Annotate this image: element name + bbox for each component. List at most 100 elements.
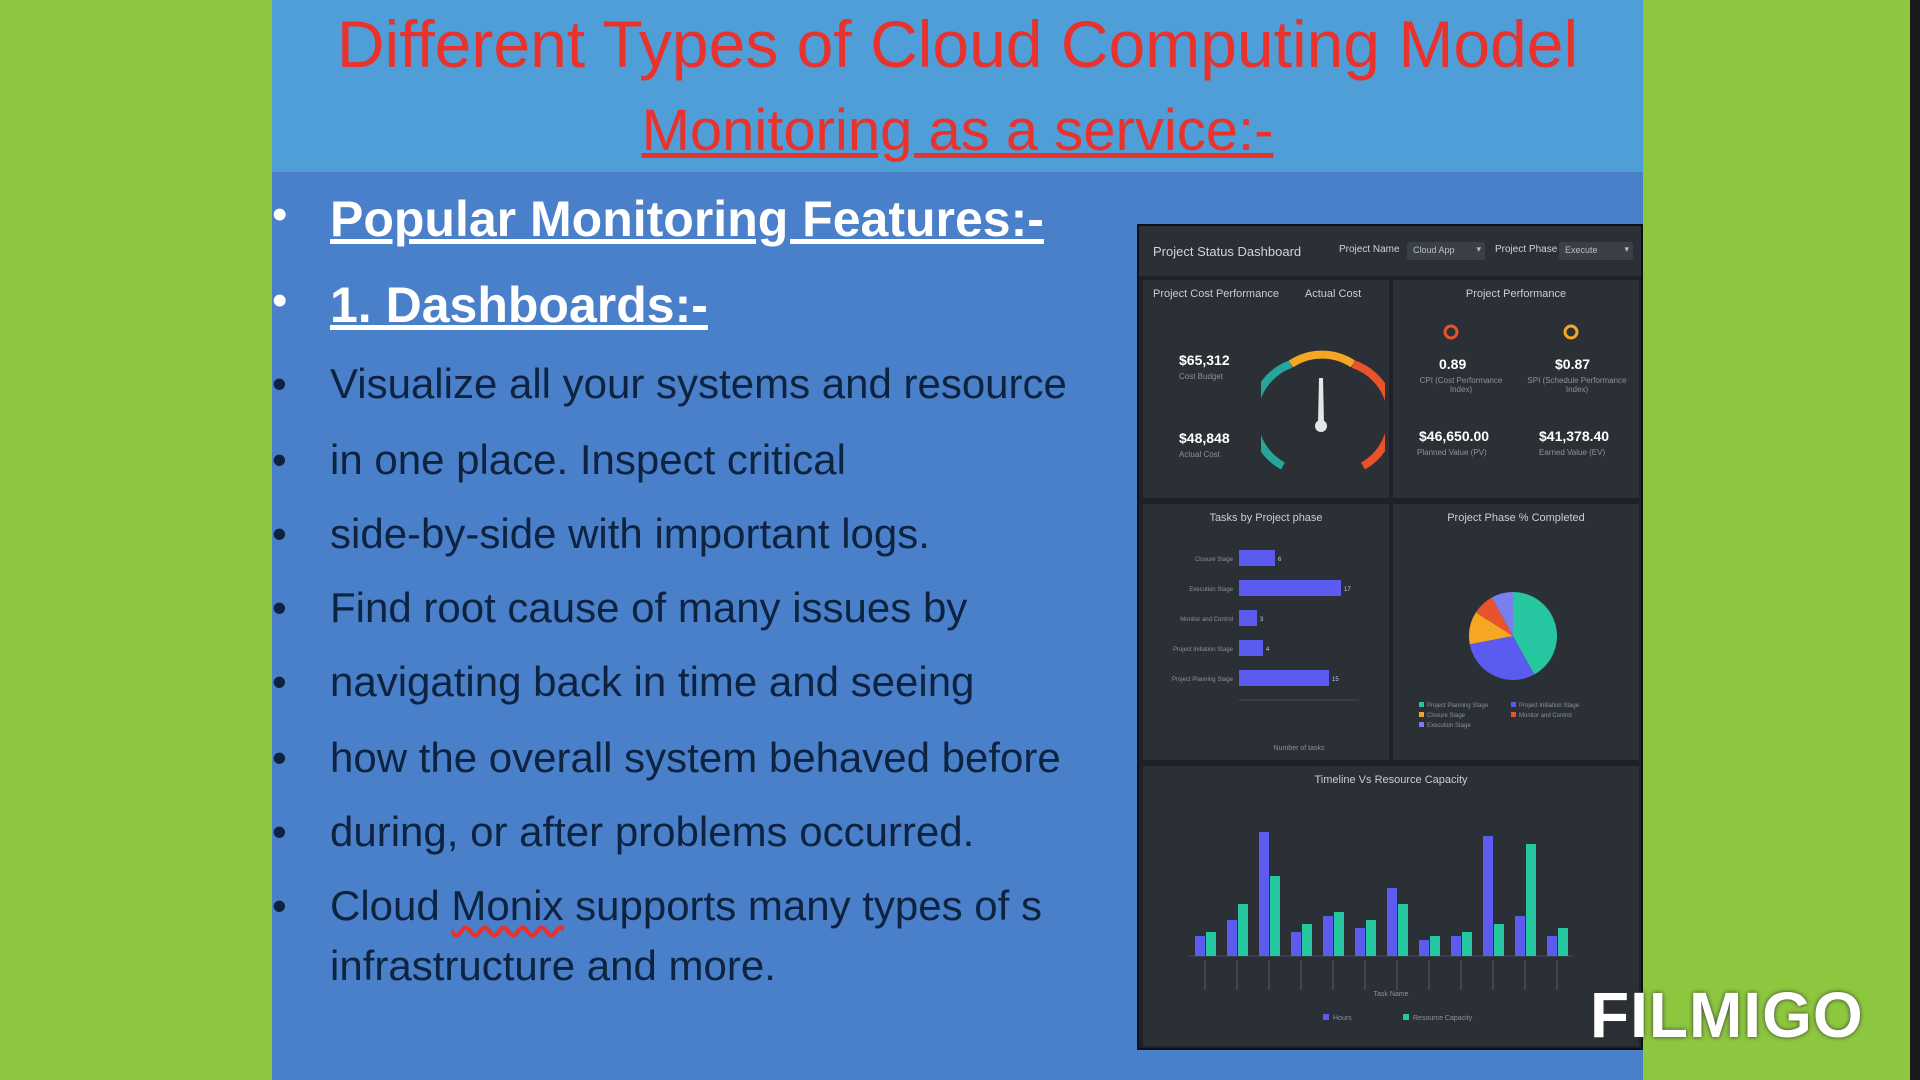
task-bar [1239,640,1263,656]
kpi-label: CPI (Cost Performance Index) [1419,376,1503,394]
kpi-label: Actual Cost [1179,450,1220,459]
bullet-list: • Popular Monitoring Features:- • 1. Das… [272,180,1643,1060]
bar-value-label: 4 [1266,647,1270,653]
project-performance-panel: Project Performance 0.89 CPI (Cost Perfo… [1393,280,1639,498]
kpi-value: $46,650.00 [1419,428,1490,444]
pie-slice [1469,636,1535,680]
right-border [1910,0,1920,1080]
legend-label: Resource Capacity [1413,1015,1473,1022]
dashboard-screenshot: Project Status Dashboard Project Name Cl… [1137,224,1643,1050]
legend-swatch [1419,712,1424,717]
filter-label: Project Phase [1495,244,1558,255]
right-margin [1643,0,1920,1080]
kpi-label: SPI (Schedule Performance Index) [1527,376,1627,394]
legend-swatch [1419,702,1424,707]
kpi-value: $0.87 [1555,356,1591,372]
bar-category-label: Monitor and Control [1180,617,1233,623]
bullet-text: 1. Dashboards:- [330,276,708,334]
legend-label: Hours [1333,1015,1352,1022]
bar-category-label: Execution Stage [1189,587,1233,593]
hours-bar [1419,940,1429,956]
legend-swatch [1323,1014,1329,1020]
bullet-text: Find root cause of many issues by [330,584,968,631]
bullet-text-tail: :- [674,277,708,333]
legend-label: Project Initiation Stage [1519,703,1580,709]
cpi-indicator-icon [1443,324,1459,340]
bullet-text: Visualize all your systems and resource [330,360,1067,407]
bullet-text: how the overall system behaved before [330,734,1061,781]
capacity-bar [1526,844,1536,956]
bullet-glyph: • [272,584,287,631]
legend-label: Monitor and Control [1519,713,1572,719]
legend-swatch [1419,722,1424,727]
bullet-glyph: • [272,190,288,239]
bar-value-label: 15 [1332,677,1339,683]
panel-title: Project Performance [1465,288,1567,300]
kpi-value: 0.89 [1439,356,1467,372]
filmigo-watermark: FILMIGO [1590,979,1864,1051]
hours-bar [1355,928,1365,956]
bullet-text: during, or after problems occurred. [330,808,975,855]
panel-title: Tasks by Project phase [1209,512,1323,524]
hours-bar [1259,832,1269,956]
panel-title: Timeline Vs Resource Capacity [1314,774,1468,786]
bullet-glyph: • [272,276,288,325]
bullet-glyph: • [272,882,287,929]
bullet-text-part: supports many types of s [563,882,1043,929]
bullet-text-main: 1. Dashboards [330,277,675,333]
bullet-text: in one place. Inspect critical [330,436,846,483]
hours-bar [1515,916,1525,956]
capacity-bar [1302,924,1312,956]
legend-swatch [1511,712,1516,717]
dashboard-title: Project Status Dashboard [1153,244,1302,259]
legend-label: Closure Stage [1427,713,1466,719]
gauge-arc-yellow [1288,350,1356,368]
actual-cost-gauge [1261,350,1385,470]
spellcheck-word: Monix [451,882,564,929]
gauge-arc-green [1261,360,1293,470]
bullet-text-part: Cloud [330,882,452,929]
bullet-text: side-by-side with important logs. [330,510,930,557]
task-bar [1239,550,1275,566]
bar-value-label: 3 [1260,617,1264,623]
hours-bar [1547,936,1557,956]
slide-subtitle: Monitoring as a service:- [641,98,1274,163]
bar-value-label: 17 [1344,587,1351,593]
bullet-glyph: • [272,510,287,557]
kpi-value: $48,848 [1179,430,1230,446]
capacity-bar [1206,932,1216,956]
slide-header: Different Types of Cloud Computing Model… [272,0,1643,172]
phase-completed-panel: Project Phase % Completed Project Planni… [1393,504,1639,760]
project-name-select[interactable]: Cloud App ▾ [1407,242,1485,260]
kpi-label: Cost Budget [1179,372,1224,381]
capacity-bar [1334,912,1344,956]
bullet-glyph: • [272,658,287,705]
hours-bar [1451,936,1461,956]
pie-slice [1469,612,1513,645]
pie-slice [1491,592,1513,636]
panel-title: Project Cost Performance [1153,288,1279,300]
kpi-value: $65,312 [1179,352,1230,368]
capacity-bar [1430,936,1440,956]
hours-bar [1227,920,1237,956]
select-value: Execute [1565,245,1598,255]
chevron-down-icon: ▾ [1624,244,1629,254]
bullet-glyph: • [272,734,287,781]
project-phase-select[interactable]: Execute ▾ [1559,242,1633,260]
hours-bar [1323,916,1333,956]
kpi-label: Earned Value (EV) [1539,448,1606,457]
pie-slice [1513,592,1557,675]
bullet-text: navigating back in time and seeing [330,658,975,705]
capacity-bar [1494,924,1504,956]
task-bar [1239,670,1329,686]
pie-slice [1475,597,1513,636]
select-value: Cloud App [1413,245,1455,255]
hours-bar [1195,936,1205,956]
x-axis-label: Number of tasks [1274,745,1325,752]
bar-category-label: Project Planning Stage [1172,677,1234,683]
